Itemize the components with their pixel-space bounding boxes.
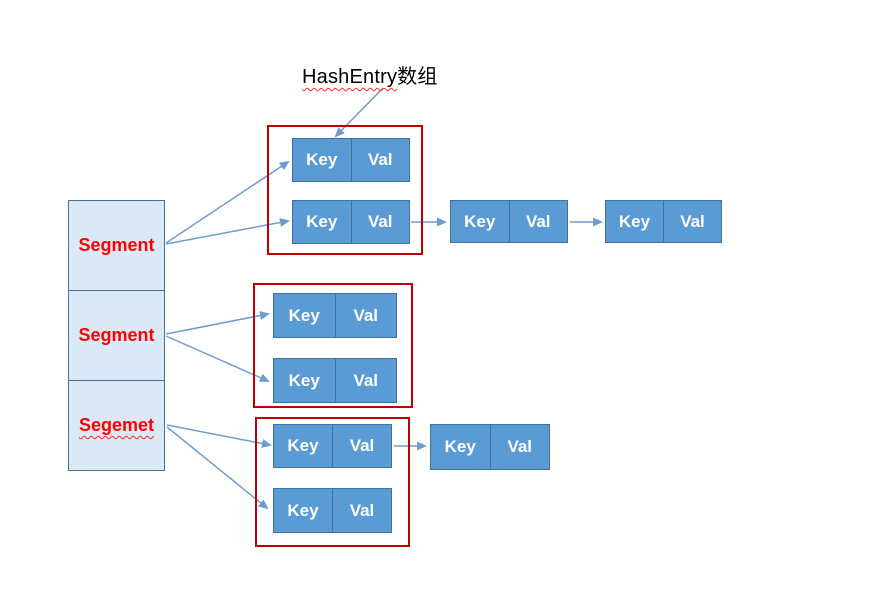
diagram-title: HashEntry数组: [302, 60, 438, 89]
segment-cell-3: Segemet: [69, 381, 164, 470]
hashentry-node: Key Val: [273, 488, 392, 533]
val-cell: Val: [525, 211, 551, 231]
key-cell: Key: [274, 425, 333, 467]
segment-label-misspelled: Segemet: [78, 415, 155, 435]
key-cell: Key: [431, 425, 491, 469]
arrow-seg3-to-g3r2: [166, 426, 269, 510]
val-cell: Val: [680, 211, 705, 231]
segment-cell-2: Segment: [69, 291, 164, 381]
key-cell: Key: [606, 201, 664, 242]
val-cell: Val: [349, 500, 375, 520]
hashentry-node: Key Val: [292, 138, 410, 182]
hashentry-node: Key Val: [450, 200, 568, 243]
key-cell: Key: [274, 294, 336, 337]
hashentry-group-1: [267, 125, 423, 255]
val-cell: Val: [367, 212, 393, 231]
key-cell: Key: [293, 139, 352, 181]
segment-array: Segment Segment Segemet: [68, 200, 165, 471]
hashentry-node: Key Val: [273, 293, 397, 338]
val-cell: Val: [507, 437, 533, 456]
val-cell: Val: [353, 305, 379, 325]
val-cell: Val: [353, 370, 379, 390]
val-cell: Val: [367, 150, 393, 169]
title-cjk-text: 数组: [397, 66, 438, 88]
hashentry-node: Key Val: [273, 358, 397, 403]
segment-label: Segment: [78, 325, 155, 345]
hashentry-node: Key Val: [430, 424, 550, 470]
segment-label: Segment: [78, 235, 155, 255]
val-cell: Val: [349, 436, 375, 455]
hashentry-group-2: [253, 283, 413, 408]
segment-cell-1: Segment: [69, 201, 164, 291]
key-cell: Key: [451, 201, 510, 242]
key-cell: Key: [274, 489, 333, 532]
title-latin-text: HashEntry: [302, 66, 398, 88]
hashentry-node: Key Val: [292, 200, 410, 244]
hashentry-node: Key Val: [273, 424, 392, 468]
hashentry-group-3: [255, 417, 410, 547]
key-cell: Key: [274, 359, 336, 402]
hashentry-node: Key Val: [605, 200, 722, 243]
key-cell: Key: [293, 201, 352, 243]
